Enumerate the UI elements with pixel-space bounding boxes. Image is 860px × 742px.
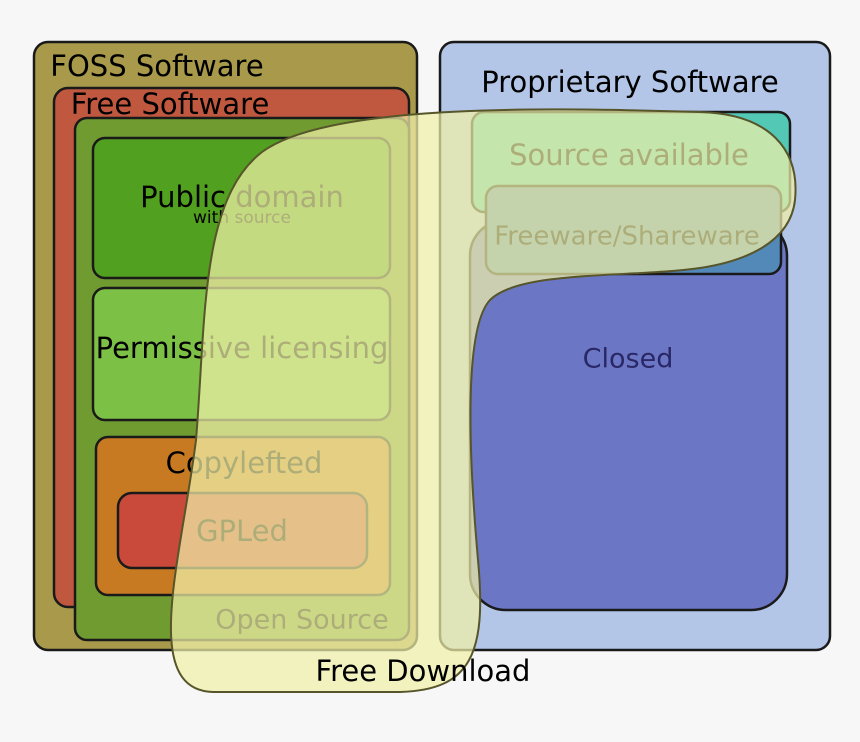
proprietary-software-label: Proprietary Software xyxy=(481,65,779,99)
region-free-download[interactable]: Free Download xyxy=(169,108,797,693)
foss-software-label: FOSS Software xyxy=(50,49,263,83)
free-software-label: Free Software xyxy=(71,87,270,121)
closed-label: Closed xyxy=(583,344,674,375)
free-download-blob[interactable] xyxy=(169,108,797,693)
free-download-label: Free Download xyxy=(316,654,531,688)
